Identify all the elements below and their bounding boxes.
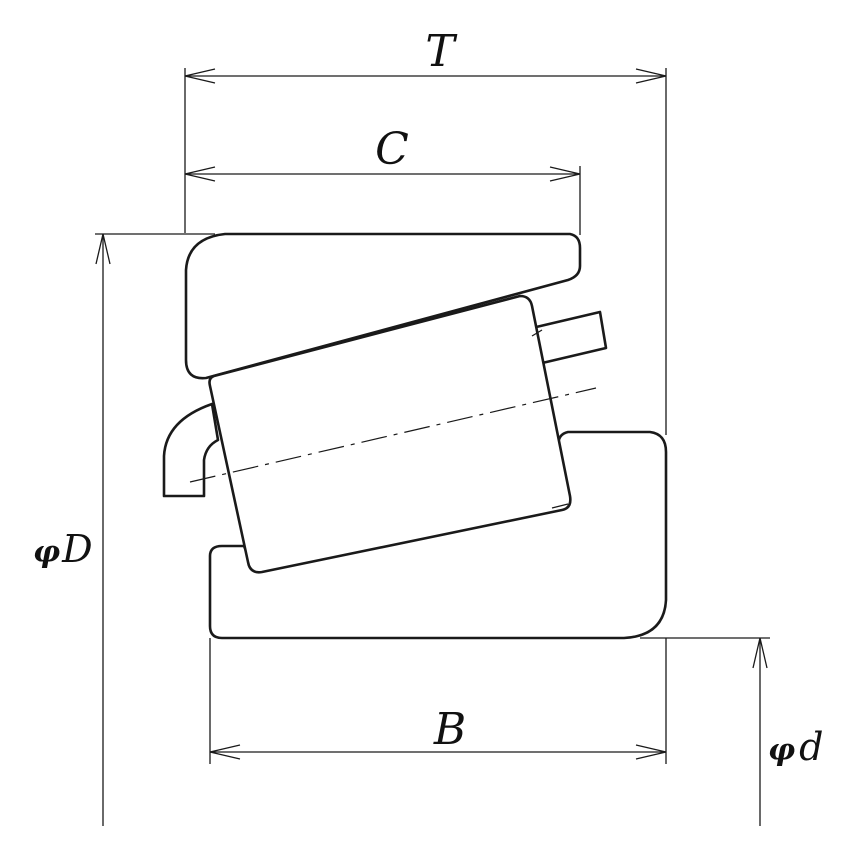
B-arrow-left	[209, 744, 241, 760]
roller-axis-centerline	[189, 387, 597, 483]
D-label: φD	[33, 527, 93, 571]
d-letter: d	[799, 725, 823, 769]
cage-hook	[162, 402, 220, 498]
B-label: B	[433, 704, 466, 755]
roller-cap-top	[531, 329, 543, 337]
tapered-roller	[208, 294, 572, 574]
D-arrow-top	[95, 233, 111, 265]
C-arrow-right	[549, 166, 581, 182]
D-phi-symbol: φ	[33, 535, 60, 570]
T-arrow-right	[635, 68, 667, 84]
dimension-C: C	[184, 124, 581, 235]
D-letter: D	[61, 527, 92, 571]
dimension-B: B	[209, 638, 667, 764]
dimension-D: φD	[33, 233, 215, 826]
T-label: T	[425, 26, 458, 77]
T-arrow-left	[184, 68, 216, 84]
roller-cap-bottom	[551, 503, 569, 509]
outer-ring-cup	[184, 232, 582, 380]
dimension-T: T	[184, 26, 667, 435]
C-arrow-left	[184, 166, 216, 182]
d-phi-symbol: φ	[768, 733, 795, 768]
d-arrow-top	[752, 637, 768, 669]
B-arrow-right	[635, 744, 667, 760]
C-label: C	[375, 124, 409, 175]
